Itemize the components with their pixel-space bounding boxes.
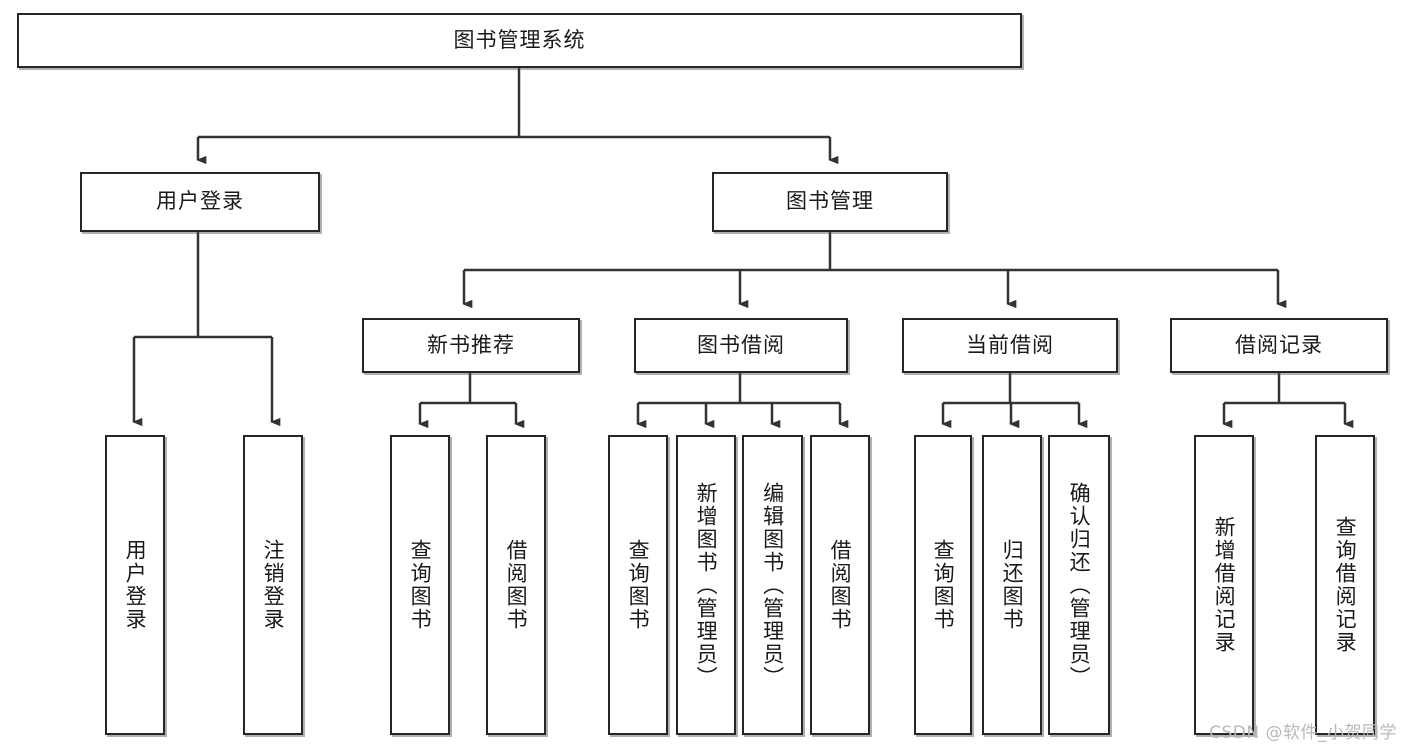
connector-root-to-level2 bbox=[198, 68, 830, 139]
node-label: 查询图书 bbox=[931, 539, 956, 631]
leaf-logout-login[interactable]: 注销登录 bbox=[243, 435, 303, 735]
node-label: 借阅图书 bbox=[828, 539, 853, 631]
leaf-current-query-book[interactable]: 查询图书 bbox=[914, 435, 972, 735]
node-label: 用户登录 bbox=[123, 539, 148, 631]
connector-book-borrow-to-leaves bbox=[636, 373, 849, 429]
node-book-borrow[interactable]: 图书借阅 bbox=[634, 318, 848, 373]
leaf-borrow-edit-book-admin[interactable]: 编辑图书（管理员） bbox=[742, 435, 803, 735]
node-borrow-record[interactable]: 借阅记录 bbox=[1170, 318, 1388, 373]
node-label: 借阅图书 bbox=[504, 539, 529, 631]
leaf-record-query-borrow-record[interactable]: 查询借阅记录 bbox=[1315, 435, 1375, 735]
node-label: 图书管理系统 bbox=[453, 27, 586, 52]
node-label: 借阅记录 bbox=[1235, 332, 1323, 357]
node-label: 查询图书 bbox=[626, 539, 651, 631]
connector-new-book-to-leaves bbox=[418, 373, 525, 429]
leaf-recommend-borrow-book[interactable]: 借阅图书 bbox=[486, 435, 546, 735]
node-label: 新书推荐 bbox=[427, 332, 515, 357]
node-label: 用户登录 bbox=[156, 189, 244, 214]
node-label: 图书管理 bbox=[786, 189, 874, 214]
connector-borrow-record-to-leaves bbox=[1222, 373, 1354, 429]
node-label: 注销登录 bbox=[261, 539, 286, 631]
node-label: 当前借阅 bbox=[966, 332, 1054, 357]
leaf-record-add-borrow-record[interactable]: 新增借阅记录 bbox=[1194, 435, 1254, 735]
leaf-user-login[interactable]: 用户登录 bbox=[105, 435, 165, 735]
node-label: 确认归还（管理员） bbox=[1067, 481, 1092, 689]
node-label: 新增图书（管理员） bbox=[694, 481, 719, 689]
node-label: 编辑图书（管理员） bbox=[760, 481, 785, 689]
node-current-borrow[interactable]: 当前借阅 bbox=[902, 318, 1118, 373]
connector-user-login-to-leaves bbox=[132, 232, 281, 427]
node-new-book-recommend[interactable]: 新书推荐 bbox=[362, 318, 580, 373]
node-label: 归还图书 bbox=[1000, 539, 1025, 631]
node-book-management[interactable]: 图书管理 bbox=[712, 172, 948, 232]
leaf-current-return-book[interactable]: 归还图书 bbox=[982, 435, 1042, 735]
node-user-login[interactable]: 用户登录 bbox=[80, 172, 320, 232]
node-root-book-management-system[interactable]: 图书管理系统 bbox=[17, 13, 1022, 68]
node-label: 新增借阅记录 bbox=[1212, 516, 1237, 654]
leaf-current-confirm-return-admin[interactable]: 确认归还（管理员） bbox=[1048, 435, 1110, 735]
leaf-borrow-query-book[interactable]: 查询图书 bbox=[608, 435, 668, 735]
node-label: 图书借阅 bbox=[697, 332, 785, 357]
leaf-borrow-borrow-book[interactable]: 借阅图书 bbox=[810, 435, 870, 735]
leaf-borrow-add-book-admin[interactable]: 新增图书（管理员） bbox=[676, 435, 736, 735]
node-label: 查询图书 bbox=[408, 539, 433, 631]
leaf-recommend-query-book[interactable]: 查询图书 bbox=[390, 435, 450, 735]
connector-book-manage-to-level3 bbox=[462, 232, 1287, 309]
node-label: 查询借阅记录 bbox=[1333, 516, 1358, 654]
connector-current-borrow-to-leaves bbox=[941, 373, 1088, 429]
